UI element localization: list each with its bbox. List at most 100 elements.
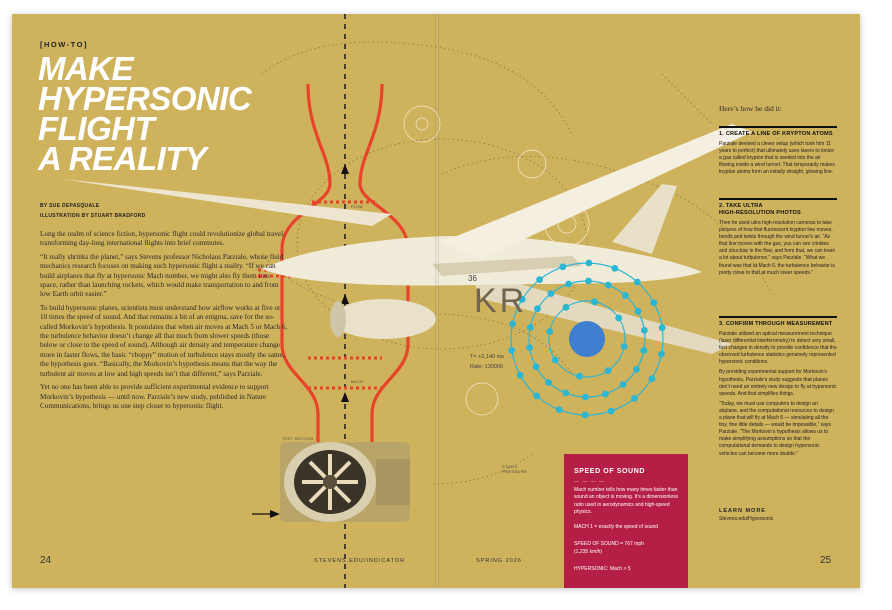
- article-credits: BY SUE DEPASQUALE ILLUSTRATION BY STUART…: [40, 201, 146, 221]
- speed-of-sound-box: SPEED OF SOUND — — — — Mach number tells…: [564, 454, 688, 588]
- illustration-credit: ILLUSTRATION BY STUART BRADFORD: [40, 213, 146, 219]
- electron-dot: [634, 307, 642, 315]
- dotted-guide-curves: [261, 41, 773, 485]
- electron-dot: [602, 390, 609, 398]
- step-2: 2. TAKE ULTRA HIGH-RESOLUTION PHOTOS The…: [719, 198, 837, 280]
- electron-dot: [648, 375, 656, 383]
- step-heading-line: HIGH-RESOLUTION PHOTOS: [719, 210, 801, 216]
- atom-nucleus: [569, 321, 605, 357]
- headline-line: HYPERSONIC: [38, 80, 252, 117]
- hypersonic-definition: HYPERSONIC: Mach > 5: [574, 566, 631, 572]
- step-heading: 1. CREATE A LINE OF KRYPTON ATOMS: [719, 126, 837, 138]
- headline-line: MAKE: [38, 50, 134, 87]
- electron-dot: [526, 344, 533, 351]
- electron-dot: [607, 407, 615, 415]
- electron-dot: [581, 411, 589, 419]
- speed-of-sound-metric: (1,235 km/h): [574, 549, 603, 555]
- electron-dot: [518, 295, 526, 303]
- body-paragraph: To build hypersonic planes, scientists m…: [40, 303, 288, 378]
- electron-dot: [591, 298, 598, 306]
- byline: BY SUE DEPASQUALE: [40, 203, 100, 209]
- steps-intro: Here’s how he did it:: [719, 104, 782, 113]
- electron-dot: [536, 276, 543, 283]
- issue-date: SPRING 2026: [476, 558, 522, 564]
- electron-dot: [576, 372, 583, 380]
- hypersonic-illustration: [62, 14, 773, 588]
- element-symbol-label: KR: [474, 282, 528, 320]
- electron-dot: [611, 264, 619, 272]
- electron-dot: [532, 363, 540, 371]
- electron-dot: [516, 371, 524, 379]
- article-body: Long the realm of science fiction, hyper…: [40, 230, 288, 415]
- step-body: Parziale devised a clever setup (which t…: [719, 141, 837, 176]
- mach-1-definition: MACH 1 = exactly the speed of sound: [574, 524, 659, 530]
- publication-url: STEVENS.EDU/INDICATOR: [314, 558, 406, 564]
- electron-dot: [650, 299, 658, 307]
- electron-dot: [585, 259, 593, 267]
- turbine-fan: [280, 442, 410, 522]
- electron-dot: [562, 303, 570, 311]
- speed-box-divider: — — — —: [574, 479, 606, 485]
- electron-dot: [604, 367, 612, 375]
- mach-definition: Mach number tells how many times faster …: [574, 487, 679, 516]
- electron-dot: [546, 328, 554, 335]
- electron-dot: [551, 356, 559, 364]
- electron-dot: [508, 346, 516, 354]
- electron-dot: [658, 324, 666, 332]
- step-3: 3. CONFIRM THROUGH MEASUREMENT Parziale …: [719, 316, 837, 461]
- step-1: 1. CREATE A LINE OF KRYPTON ATOMS Parzia…: [719, 126, 837, 179]
- airplane: [62, 124, 752, 354]
- step-heading-line: 1. CREATE A LINE OF KRYPTON ATOMS: [719, 131, 833, 137]
- electron-dot: [545, 379, 552, 386]
- krypton-atom-diagram: [508, 259, 666, 419]
- learn-more-link[interactable]: Stevens.edu/Hypersonic: [719, 516, 774, 522]
- test-section-label: TEST SECTION: [282, 437, 314, 441]
- right-page-number: 25: [820, 555, 832, 566]
- speed-of-sound-value: SPEED OF SOUND = 767 mph: [574, 541, 644, 547]
- electron-dot: [620, 343, 628, 350]
- article-headline: MAKE HYPERSONIC FLIGHT A REALITY: [38, 50, 298, 175]
- electron-dot: [604, 281, 612, 289]
- atom-electrons: [508, 259, 666, 419]
- body-paragraph: Yet no one has been able to provide suff…: [40, 383, 269, 410]
- headline-line: FLIGHT: [38, 110, 155, 147]
- electron-dot: [565, 280, 572, 288]
- body-paragraph: “It really shrinks the planet,” says Ste…: [40, 252, 284, 299]
- speed-box-title: SPEED OF SOUND: [574, 468, 646, 475]
- electron-dot: [562, 389, 570, 397]
- static-pressure-line: STATIC: [502, 464, 519, 469]
- step-body: Parziale utilized an optical measurement…: [719, 331, 837, 458]
- rate-readout: Rate: 130000: [470, 364, 504, 370]
- step-paragraph: Parziale utilized an optical measurement…: [719, 331, 837, 366]
- flow-label: FLOW: [351, 205, 364, 209]
- section-kicker: [HOW-TO]: [40, 40, 88, 49]
- step-paragraph: By providing experimental support for Mo…: [719, 369, 837, 397]
- electron-dot: [526, 324, 534, 331]
- step-heading: 3. CONFIRM THROUGH MEASUREMENT: [719, 316, 837, 328]
- electron-dot: [641, 327, 648, 334]
- learn-more: LEARN MORE Stevens.edu/Hypersonic: [719, 508, 773, 522]
- step-heading-line: 3. CONFIRM THROUGH MEASUREMENT: [719, 321, 833, 327]
- body-paragraph: Long the realm of science fiction, hyper…: [40, 230, 285, 248]
- left-page-number: 24: [40, 555, 52, 566]
- step-body: Then he used ultra high-resolution camer…: [719, 220, 837, 277]
- electron-dot: [633, 278, 641, 286]
- electron-dot: [509, 320, 516, 328]
- step-heading: 2. TAKE ULTRA HIGH-RESOLUTION PHOTOS: [719, 198, 837, 217]
- magazine-spread: [HOW-TO] MAKE HYPERSONIC FLIGHT A REALIT…: [12, 14, 860, 588]
- electron-dot: [631, 395, 638, 402]
- step-heading-line: 2. TAKE ULTRA: [719, 203, 763, 209]
- electron-dot: [633, 365, 640, 373]
- electron-dot: [533, 392, 541, 400]
- electron-dot: [619, 381, 627, 388]
- step-paragraph: “Today, we must use computers to design …: [719, 400, 834, 457]
- flow-arrows: [270, 164, 349, 518]
- electron-dot: [555, 406, 563, 414]
- static-pressure-label: STATIC PRESSURE: [502, 464, 527, 474]
- electron-dot: [534, 305, 541, 313]
- static-pressure-line: PRESSURE: [502, 469, 528, 474]
- electron-dot: [658, 350, 665, 358]
- step-paragraph: Parziale devised a clever setup (which t…: [719, 141, 835, 176]
- electron-dot: [547, 290, 555, 297]
- atomic-number-label: 36: [468, 274, 477, 283]
